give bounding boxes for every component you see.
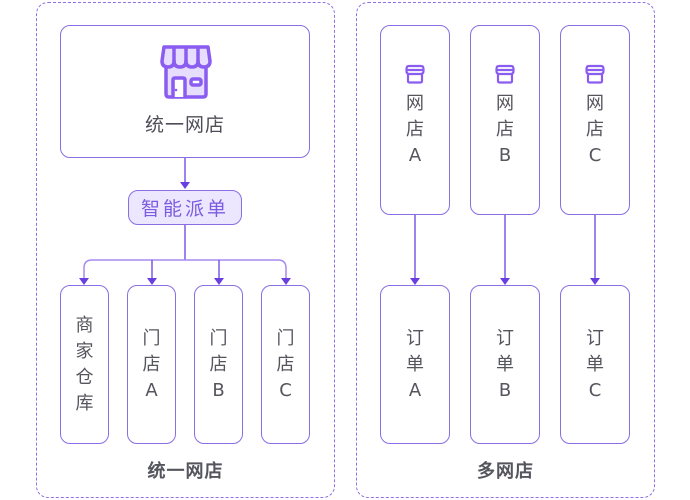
branch-merchant-warehouse: 商 家 仓 库 (60, 285, 109, 444)
char: 网 (406, 93, 424, 115)
char: 门 (142, 327, 161, 349)
connector-branch (83, 259, 287, 279)
char: 网 (586, 93, 604, 115)
char: 订 (496, 327, 514, 349)
char: 网 (496, 93, 514, 115)
arrowhead (214, 278, 224, 285)
arrowhead (410, 278, 420, 285)
char: 店 (496, 119, 514, 141)
store-icon (585, 65, 605, 84)
char: 仓 (75, 366, 94, 388)
char: 店 (276, 353, 295, 375)
char: 门 (276, 327, 295, 349)
smart-dispatch-label: 智能派单 (140, 198, 229, 220)
char: 店 (406, 119, 424, 141)
char: 库 (75, 392, 94, 414)
char: 店 (586, 119, 604, 141)
char: C (588, 145, 602, 167)
online-store-b: 网 店 B (470, 25, 540, 215)
store-icon (405, 65, 425, 84)
char: A (408, 379, 422, 401)
char: 店 (209, 353, 228, 375)
branch-store-a: 门 店 A (127, 285, 176, 444)
char: 单 (496, 353, 514, 375)
arrowhead (180, 182, 190, 189)
char: A (408, 145, 422, 167)
char: 订 (406, 327, 424, 349)
char: 门 (209, 327, 228, 349)
store-icon (495, 65, 515, 84)
char: B (498, 379, 512, 401)
online-store-a: 网 店 A (380, 25, 450, 215)
char: 单 (406, 353, 424, 375)
char: 订 (586, 327, 604, 349)
order-b: 订 单 B (470, 285, 540, 444)
branch-store-c: 门 店 C (261, 285, 310, 444)
arrowhead (79, 278, 89, 285)
char: C (279, 379, 292, 401)
arrowhead (281, 278, 291, 285)
char: 家 (75, 340, 94, 362)
order-c: 订 单 C (560, 285, 630, 444)
arrowhead (500, 278, 510, 285)
arrowhead (147, 278, 157, 285)
char: 单 (586, 353, 604, 375)
branch-store-b: 门 店 B (194, 285, 243, 444)
unified-store-title: 统一网店 (144, 114, 225, 136)
char: C (588, 379, 602, 401)
online-store-c: 网 店 C (560, 25, 630, 215)
multi-store-group-label: 多网店 (477, 461, 534, 482)
order-a: 订 单 A (380, 285, 450, 444)
char: B (498, 145, 512, 167)
unified-store-group-label: 统一网店 (147, 461, 224, 482)
char: 商 (75, 314, 94, 336)
unified-store-panel (36, 2, 335, 498)
unified-store-box: 统一网店 (60, 25, 310, 158)
arrowhead (590, 278, 600, 285)
char: 店 (142, 353, 161, 375)
char: B (212, 379, 225, 401)
char: A (145, 379, 158, 401)
storefront-icon (160, 45, 212, 99)
multi-store-panel (356, 2, 655, 498)
smart-dispatch-node: 智能派单 (128, 190, 242, 225)
